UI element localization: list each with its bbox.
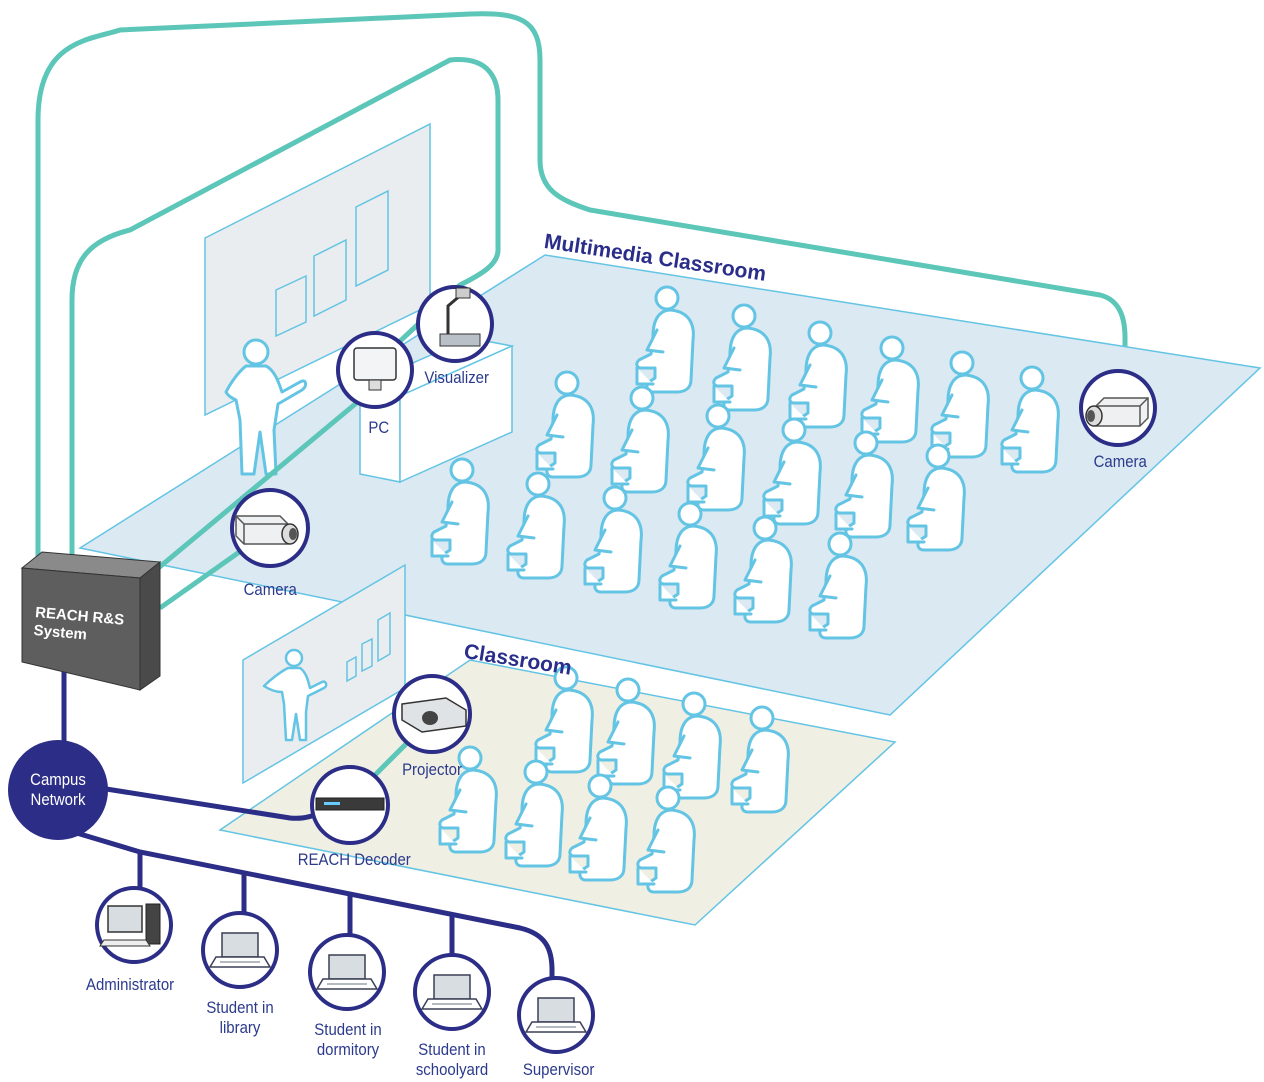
campus-network-label-line1: Campus	[30, 770, 86, 789]
endpoint-library-line2: library	[219, 1018, 261, 1037]
pc-label: PC	[368, 418, 390, 437]
endpoint-dormitory-line1: Student in	[314, 1020, 382, 1039]
visualizer-badge	[416, 285, 494, 363]
pc-badge	[336, 331, 414, 409]
decoder-label: REACH Decoder	[297, 850, 411, 869]
endpoint-library-line1: Student in	[206, 998, 274, 1017]
schoolyard-badge	[413, 953, 491, 1031]
endpoint-library-label: Student in library	[205, 998, 275, 1038]
library-badge	[201, 911, 279, 989]
endpoint-schoolyard-line2: schoolyard	[415, 1060, 489, 1079]
visualizer-label: Visualizer	[424, 368, 489, 387]
endpoint-schoolyard-label: Student in schoolyard	[413, 1040, 490, 1080]
link-campus-endpoints	[59, 825, 555, 985]
endpoint-dormitory-line2: dormitory	[316, 1040, 380, 1059]
campus-network-node	[8, 740, 108, 840]
rear-camera-label: Camera	[1093, 452, 1147, 471]
decoder-badge	[310, 765, 390, 845]
front-camera-badge	[230, 488, 310, 568]
rear-camera-badge	[1079, 369, 1157, 447]
teacher-figure	[224, 338, 308, 476]
supervisor-badge	[517, 976, 595, 1054]
cable-teal-inner	[69, 57, 501, 577]
reach-system-label: REACH R&S System	[33, 604, 125, 648]
endpoint-schoolyard-line1: Student in	[418, 1040, 486, 1059]
dormitory-badge	[308, 933, 386, 1011]
administrator-badge	[95, 886, 173, 964]
projector-badge	[392, 674, 472, 754]
projector-label: Projector	[402, 760, 462, 779]
cable-teal-outer	[35, 11, 1128, 565]
endpoint-supervisor-label: Supervisor	[522, 1060, 595, 1079]
endpoint-administrator-label: Administrator	[86, 975, 175, 994]
endpoint-dormitory-label: Student in dormitory	[313, 1020, 383, 1060]
reach-system-box	[20, 551, 162, 691]
campus-network-label-line2: Network	[30, 790, 86, 809]
front-camera-label: Camera	[243, 580, 297, 599]
cable-to-pc	[148, 388, 374, 577]
campus-network-label: Campus Network	[23, 770, 93, 810]
classroom-teacher-figure	[262, 648, 328, 742]
